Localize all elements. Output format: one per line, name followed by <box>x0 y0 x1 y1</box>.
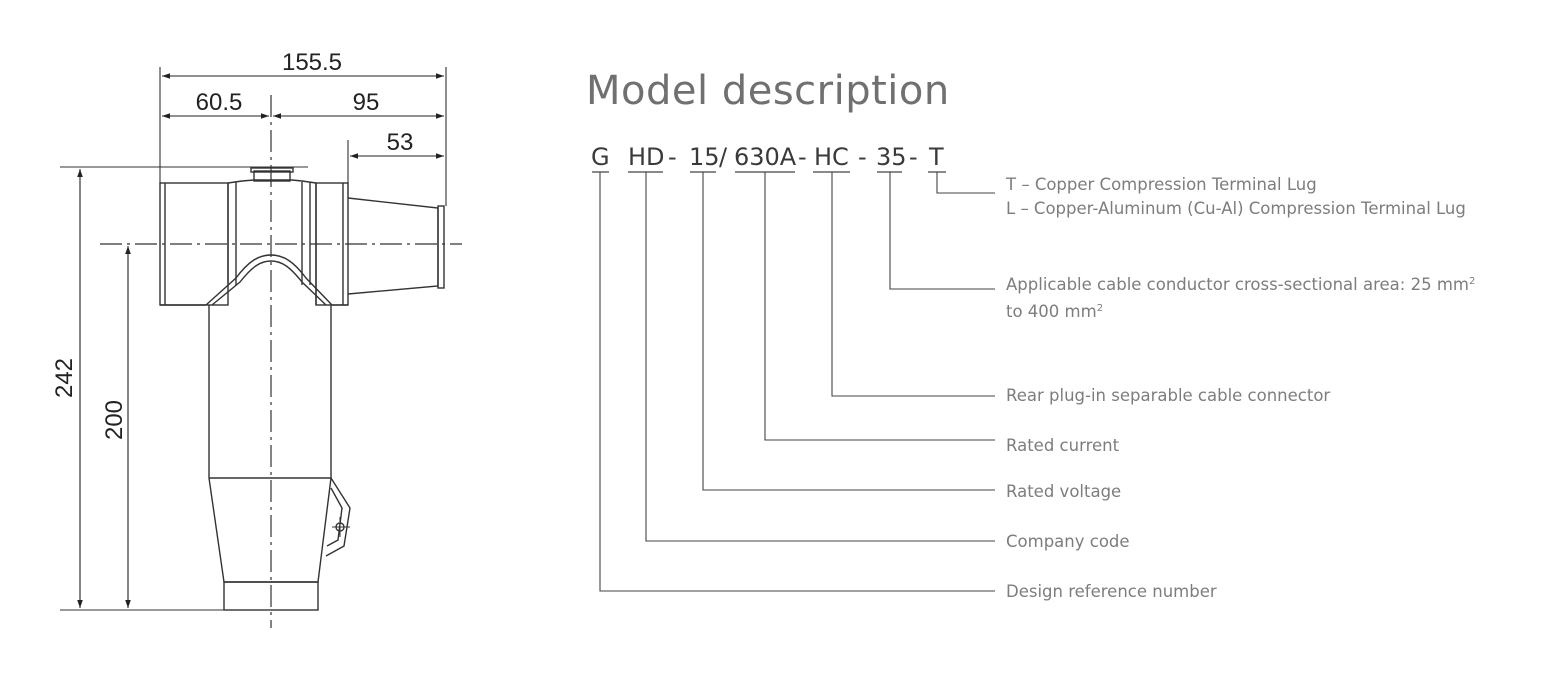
desc-rated-voltage: Rated voltage <box>1006 482 1122 501</box>
code-slash: / <box>719 143 728 171</box>
code-hd: HD <box>628 143 665 171</box>
desc-rated-current: Rated current <box>1006 436 1120 455</box>
code-separator: - <box>858 143 867 171</box>
dim-axis-height: 200 <box>101 400 128 440</box>
code-separator: - <box>668 143 677 171</box>
code-separator: - <box>909 143 918 171</box>
code-g: G <box>591 143 610 171</box>
dim-overall-height: 242 <box>51 358 78 398</box>
desc-connector: Rear plug-in separable cable connector <box>1006 386 1331 405</box>
dim-right-width: 95 <box>353 89 380 116</box>
code-t: T <box>929 143 944 171</box>
desc-design-reference: Design reference number <box>1006 582 1217 601</box>
leader-lines <box>599 172 995 592</box>
desc-company-code: Company code <box>1006 532 1130 551</box>
superscript-2: 2 <box>1096 303 1104 314</box>
extension-lines <box>60 67 447 611</box>
dimension-lines <box>77 73 444 608</box>
desc-terminal-lug-l: L – Copper-Aluminum (Cu-Al) Compression … <box>1006 199 1466 218</box>
superscript-2: 2 <box>1468 276 1476 287</box>
code-15: 15 <box>689 143 720 171</box>
code-35: 35 <box>876 143 907 171</box>
code-hc: HC <box>814 143 849 171</box>
dim-bushing-width: 53 <box>387 129 414 156</box>
dim-left-width: 60.5 <box>196 89 243 116</box>
desc-cross-section: Applicable cable conductor cross-section… <box>1006 270 1475 324</box>
desc-terminal-lug: T – Copper Compression Terminal Lug L – … <box>1006 173 1466 221</box>
model-description-title: Model description <box>586 68 950 114</box>
desc-cross-section-line1: Applicable cable conductor cross-section… <box>1006 275 1469 294</box>
dim-overall-width: 155.5 <box>282 49 342 76</box>
connector-outline <box>159 167 445 611</box>
code-separator: - <box>798 143 807 171</box>
desc-cross-section-line2: to 400 mm <box>1006 302 1097 321</box>
code-630a: 630A <box>734 143 797 171</box>
desc-terminal-lug-t: T – Copper Compression Terminal Lug <box>1006 175 1317 194</box>
